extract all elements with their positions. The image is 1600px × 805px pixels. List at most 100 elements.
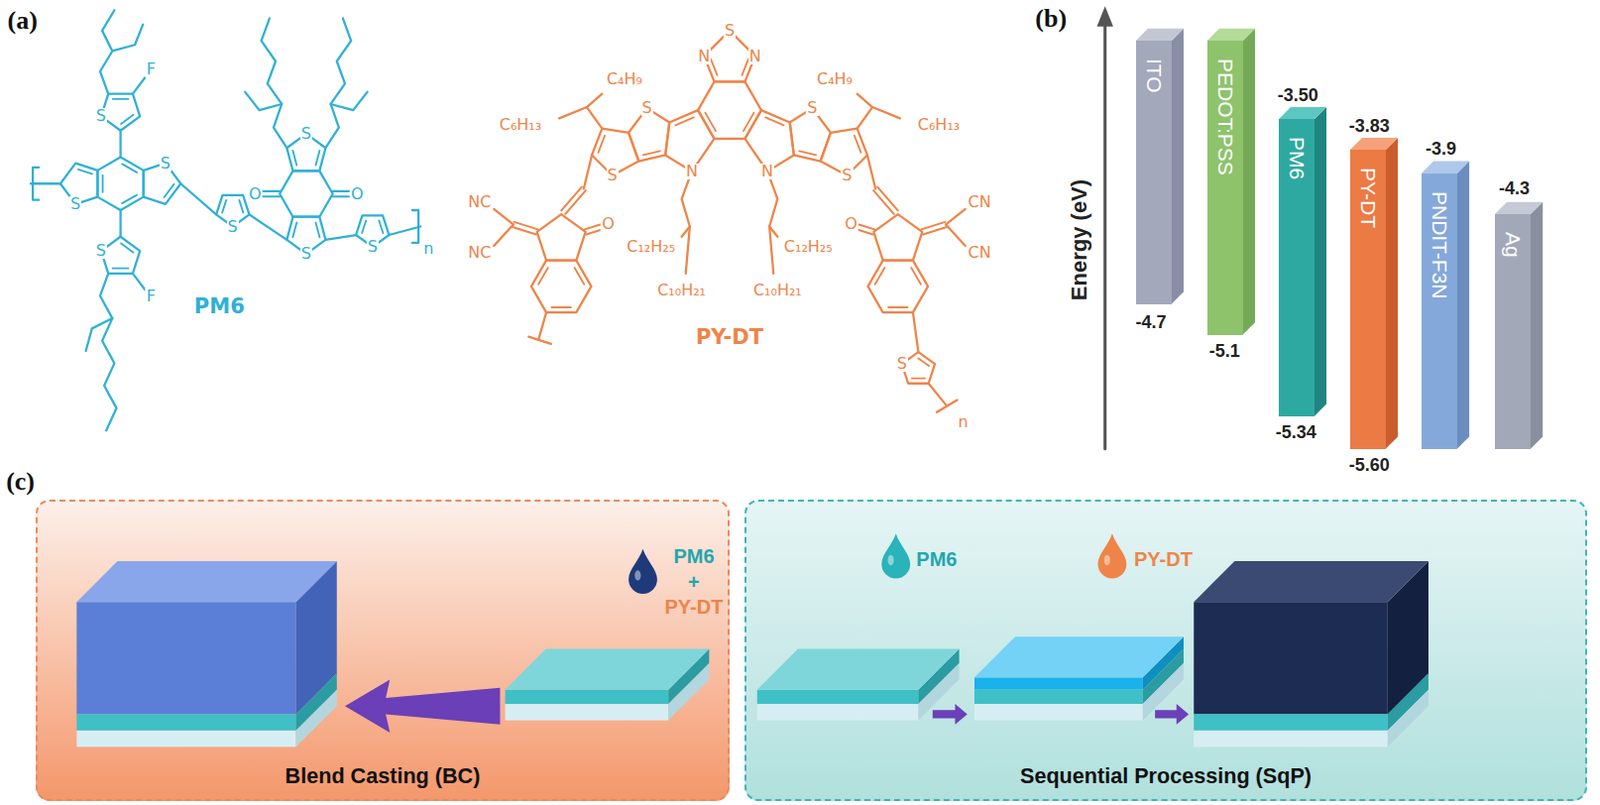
film-top bbox=[757, 649, 960, 690]
bar-top bbox=[1207, 28, 1256, 41]
atom-label: C₁₂H₂₅ bbox=[625, 238, 677, 255]
double-bond bbox=[222, 200, 227, 214]
film-layer bbox=[505, 689, 670, 704]
energy-bar: ITO bbox=[1136, 40, 1172, 305]
atom-label: NC bbox=[466, 244, 492, 261]
film-layer bbox=[974, 703, 1143, 720]
atom-label: S bbox=[95, 108, 108, 124]
energy-bar: PM6 bbox=[1278, 118, 1315, 417]
molecule-name: PM6 bbox=[194, 295, 245, 317]
bar-side bbox=[1171, 28, 1184, 305]
atom-label: C₁₂H₂₅ bbox=[783, 238, 834, 255]
double-bond bbox=[262, 190, 280, 193]
layer-name: PNDIT-F3N bbox=[1428, 191, 1450, 300]
solution-label: PM6 bbox=[673, 546, 714, 567]
ring-bond bbox=[537, 214, 586, 261]
process-arrow bbox=[932, 703, 968, 725]
repeat-bracket bbox=[32, 167, 39, 201]
bond-line bbox=[388, 226, 421, 235]
atom-label: S bbox=[840, 167, 853, 184]
double-bond bbox=[799, 150, 816, 155]
atom-label: CN bbox=[967, 244, 993, 261]
droplet-shine bbox=[1104, 555, 1111, 566]
energy-value: -4.7 bbox=[1136, 313, 1167, 332]
bond-line bbox=[132, 273, 145, 290]
double-bond bbox=[113, 98, 129, 101]
alkyl-chain bbox=[769, 226, 774, 273]
molecule-name: PY-DT bbox=[695, 326, 764, 347]
atom-label: O bbox=[247, 186, 263, 203]
film-layer bbox=[76, 601, 296, 714]
film-layer bbox=[76, 713, 296, 730]
energy-value: -4.3 bbox=[1498, 179, 1530, 198]
bond-line bbox=[928, 383, 948, 407]
process-panel: Sequential Processing (SqP) bbox=[744, 499, 1587, 801]
atom-label: C₆H₁₃ bbox=[916, 116, 961, 133]
atom-label: C₁₀H₂₁ bbox=[656, 282, 707, 299]
alkyl-chain bbox=[86, 318, 114, 351]
atom-label: N bbox=[696, 48, 711, 65]
double-bond bbox=[292, 222, 297, 237]
bar-top bbox=[1494, 202, 1543, 215]
atom-label: C₄H₉ bbox=[815, 71, 854, 88]
double-bond bbox=[643, 150, 661, 155]
bar-side bbox=[1530, 202, 1543, 450]
alkyl-chain bbox=[100, 273, 116, 431]
atom-label: S bbox=[300, 125, 313, 142]
bond-line bbox=[583, 154, 592, 189]
atom-label: S bbox=[300, 245, 313, 262]
layer-name: PY-DT bbox=[1357, 167, 1378, 229]
double-bond bbox=[333, 190, 350, 193]
repeat-bracket bbox=[412, 210, 419, 243]
double-bond bbox=[765, 116, 784, 125]
panel-title: Sequential Processing (SqP) bbox=[746, 763, 1585, 790]
double-bond bbox=[333, 195, 350, 198]
atom-label: n bbox=[957, 414, 970, 431]
panel-ground bbox=[744, 499, 1587, 801]
film-layer bbox=[1193, 730, 1388, 747]
double-bond bbox=[675, 116, 693, 125]
double-bond bbox=[121, 195, 137, 205]
atom-label: O bbox=[843, 216, 859, 232]
layer-name: PEDOT:PSS bbox=[1214, 58, 1236, 176]
energy-value: -3.50 bbox=[1277, 86, 1319, 105]
energy-value: -3.9 bbox=[1425, 139, 1457, 158]
bar-side bbox=[1457, 161, 1470, 450]
double-bond bbox=[164, 184, 175, 198]
atom-label: N bbox=[685, 163, 699, 180]
energy-value: -5.1 bbox=[1209, 342, 1241, 360]
axis-title: Energy (eV) bbox=[1068, 179, 1091, 301]
bond-line bbox=[30, 182, 61, 185]
alkyl-chain bbox=[559, 107, 602, 129]
energy-axis bbox=[1103, 24, 1107, 450]
alkyl-chain bbox=[685, 226, 690, 273]
atom-label: F bbox=[145, 288, 157, 305]
bond-line bbox=[118, 130, 121, 158]
atom-label: S bbox=[366, 238, 379, 255]
double-bond bbox=[858, 224, 875, 229]
bond-line bbox=[539, 312, 548, 340]
bar-top bbox=[1136, 28, 1184, 41]
atom-label: n bbox=[422, 240, 435, 257]
ring-bond bbox=[697, 81, 762, 139]
film-top bbox=[1193, 561, 1429, 602]
atom-label: S bbox=[805, 100, 818, 116]
double-bond bbox=[888, 306, 908, 309]
double-bond bbox=[120, 114, 134, 124]
film-layer bbox=[505, 703, 670, 720]
energy-bar: PNDIT-F3N bbox=[1421, 173, 1458, 450]
alkyl-chain bbox=[261, 18, 288, 149]
bar-side bbox=[1314, 107, 1327, 417]
double-bond bbox=[102, 175, 105, 193]
alkyl-chain bbox=[857, 107, 901, 129]
layer-name: Ag bbox=[1501, 231, 1523, 258]
film-layer bbox=[757, 689, 919, 704]
ring-bond bbox=[665, 110, 714, 172]
alkyl-chain bbox=[325, 18, 351, 149]
atom-label: S bbox=[95, 242, 108, 259]
alkyl-chain bbox=[112, 24, 143, 52]
solution-label: + bbox=[687, 571, 700, 592]
double-bond bbox=[875, 267, 886, 285]
ring-bond bbox=[628, 108, 670, 162]
ring-bond bbox=[531, 260, 592, 313]
